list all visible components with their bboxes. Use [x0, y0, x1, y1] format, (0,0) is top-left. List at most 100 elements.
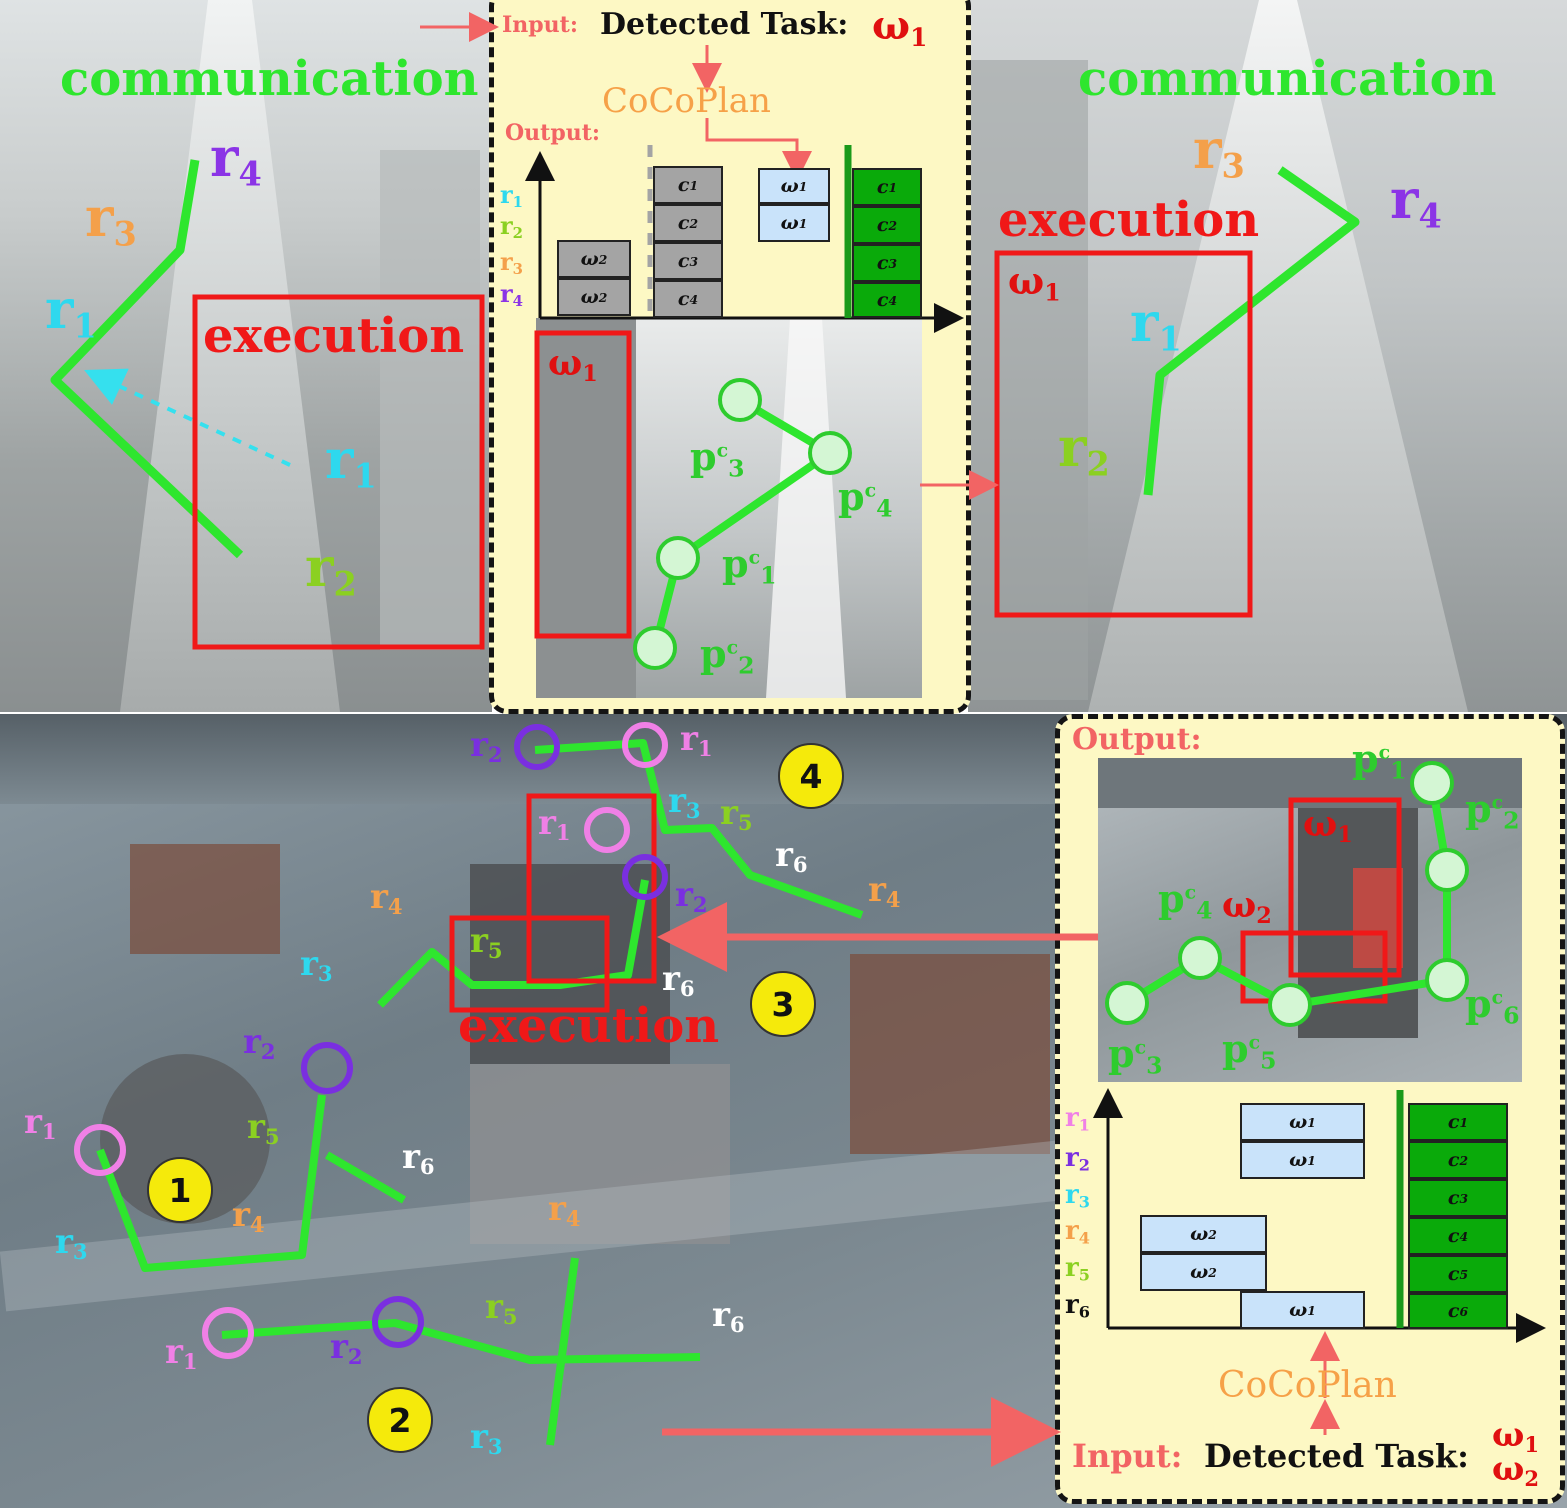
bottom-execution-label: execution: [458, 998, 720, 1054]
top-panel-task-label: ω1: [548, 342, 598, 388]
top-point-label-p1: pc1: [722, 541, 777, 590]
b-robot-13: r1: [24, 1102, 57, 1144]
top-row-r3: r3: [500, 247, 524, 279]
step-3-badge: 3: [750, 971, 816, 1037]
b-robot-22: r6: [712, 1295, 745, 1337]
bp-point-label-p4: pc4: [1158, 876, 1213, 925]
top-point-label-p3: pc3: [690, 434, 745, 483]
b-robot-23: r3: [470, 1417, 503, 1459]
top-panel-task-box: [534, 330, 632, 639]
bottom-detected-task-w2: ω2: [1492, 1449, 1540, 1491]
bottom-exec-box-a: [526, 793, 657, 984]
top-left-execution-label: execution: [203, 308, 465, 364]
top-point-label-p2: pc2: [700, 631, 755, 680]
b-robot-2: r1: [538, 803, 571, 845]
tr-robot-r3: r3: [1193, 117, 1245, 186]
top-row-r1: r1: [500, 180, 524, 212]
step-2-badge: 2: [367, 1387, 433, 1453]
b-robot-5: r2: [675, 875, 708, 917]
b-robot-7: r4: [868, 870, 901, 912]
tl-robot-r1-b: r1: [325, 427, 377, 496]
bottom-panel-task-box-w1: [1288, 797, 1402, 978]
b-robot-15: r6: [402, 1137, 435, 1179]
top-row-r2: r2: [500, 211, 524, 243]
bottom-point-p3: [1105, 981, 1149, 1025]
tl-robot-r4: r4: [210, 125, 262, 194]
tl-robot-r1-a: r1: [45, 277, 97, 346]
top-point-p3: [718, 378, 762, 422]
bp-point-label-p1: pc1: [1352, 736, 1407, 785]
b-robot-18: r4: [548, 1189, 581, 1231]
bp-point-label-p3: pc3: [1108, 1031, 1163, 1080]
top-left-execution-box: [192, 294, 485, 650]
bottom-planner-label: CoCoPlan: [1218, 1365, 1397, 1406]
corridor-photo-right: [968, 0, 1567, 712]
bp-row-r1: r1: [1065, 1103, 1090, 1135]
top-point-p1: [656, 536, 700, 580]
top-row-r4: r4: [500, 279, 524, 311]
top-right-execution-box: [994, 250, 1253, 618]
tl-robot-r3: r3: [85, 185, 137, 254]
top-left-communication-label: communication: [60, 51, 479, 107]
top-panel-path: [651, 396, 834, 649]
bp-point-label-p6: pc6: [1465, 981, 1520, 1030]
b-robot-12: r2: [243, 1022, 276, 1064]
bp-row-r5: r5: [1065, 1253, 1090, 1285]
b-robot-14: r5: [247, 1107, 280, 1149]
bottom-detected-task-text: Detected Task:: [1204, 1437, 1469, 1475]
top-output-label: Output:: [505, 120, 600, 146]
b-robot-6: r6: [775, 835, 808, 877]
b-robot-8: r4: [370, 877, 403, 919]
bp-task-label-w1: ω1: [1303, 803, 1353, 849]
tr-robot-r1: r1: [1130, 290, 1182, 359]
top-right-task-label: ω1: [1008, 258, 1061, 307]
bottom-point-p1: [1410, 761, 1454, 805]
b-robot-9: r3: [300, 944, 333, 986]
b-robot-20: r2: [330, 1327, 363, 1369]
top-detected-task: ω1: [872, 2, 928, 52]
b-robot-16: r4: [232, 1195, 265, 1237]
top-planner-label: CoCoPlan: [602, 81, 771, 121]
bottom-point-p6: [1425, 958, 1469, 1002]
b-robot-21: r5: [485, 1287, 518, 1329]
b-robot-1: r1: [680, 719, 713, 761]
b-robot-3: r3: [668, 781, 701, 823]
bp-row-r2: r2: [1065, 1143, 1090, 1175]
bottom-point-p4: [1178, 936, 1222, 980]
bp-point-label-p2: pc2: [1465, 786, 1520, 835]
bp-row-r3: r3: [1065, 1180, 1090, 1212]
bp-point-label-p5: pc5: [1222, 1026, 1277, 1075]
b-robot-19: r1: [165, 1332, 198, 1374]
top-point-p4: [808, 431, 852, 475]
top-input-label: Input:: [502, 12, 578, 38]
b-robot-10: r5: [470, 921, 503, 963]
b-robot-17: r3: [55, 1222, 88, 1264]
tl-robot-r2: r2: [305, 535, 357, 604]
top-left-comm-links: [50, 159, 244, 559]
b-robot-11: r6: [662, 959, 695, 1001]
bp-row-r6: r6: [1065, 1290, 1090, 1322]
b-robot-4: r5: [720, 793, 753, 835]
top-right-communication-label: communication: [1078, 51, 1497, 107]
bottom-point-p5: [1268, 983, 1312, 1027]
top-right-comm-links: [1143, 166, 1360, 496]
bottom-input-label: Input:: [1072, 1437, 1183, 1475]
